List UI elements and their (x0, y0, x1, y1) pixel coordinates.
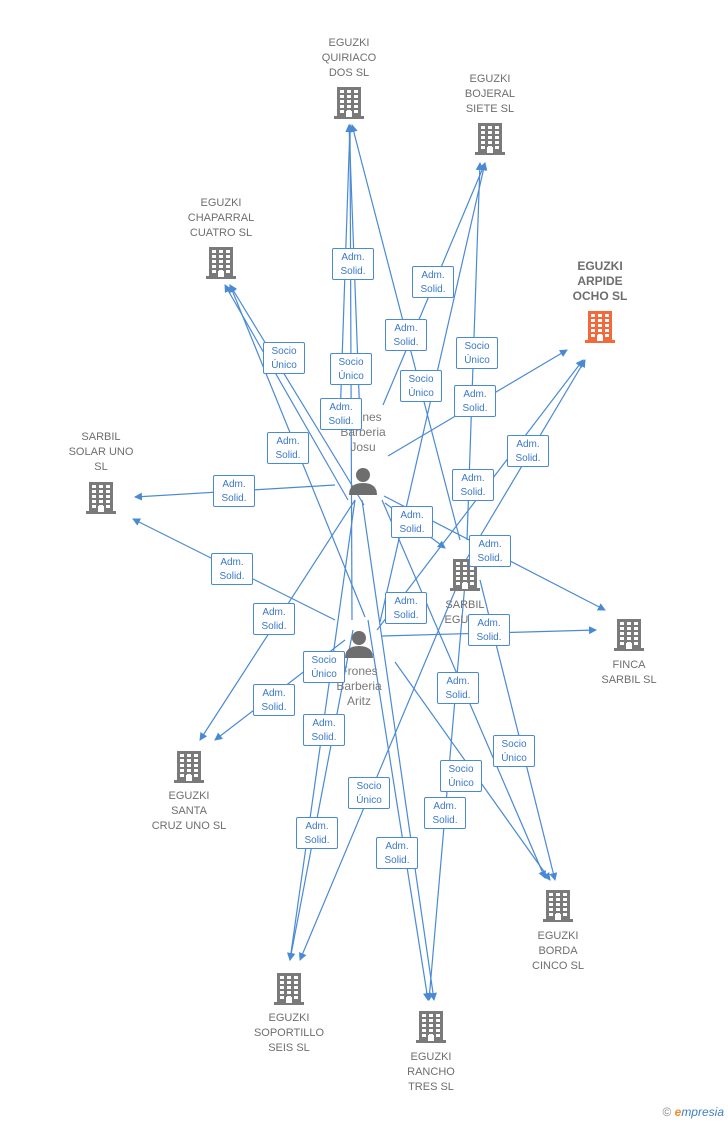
relation-label[interactable]: Adm. Solid. (391, 506, 433, 538)
relation-label[interactable]: Socio Único (440, 760, 482, 792)
relation-label[interactable]: Adm. Solid. (385, 592, 427, 624)
relation-label[interactable]: Adm. Solid. (303, 714, 345, 746)
relation-label[interactable]: Adm. Solid. (320, 398, 362, 430)
person-label[interactable]: Frones Barberia Aritz (336, 664, 382, 708)
relation-label[interactable]: Socio Único (330, 353, 372, 385)
relation-label[interactable]: Adm. Solid. (213, 475, 255, 507)
company-label[interactable]: EGUZKI SOPORTILLO SEIS SL (253, 1012, 325, 1054)
relation-label[interactable]: Socio Único (303, 651, 345, 683)
relation-label[interactable]: Socio Único (493, 735, 535, 767)
company-icon[interactable] (416, 1011, 446, 1043)
company-label[interactable]: EGUZKI QUIRIACO DOS SL (321, 37, 377, 79)
relation-edge (367, 619, 431, 1001)
footer-brand[interactable]: © empresia (662, 1105, 724, 1119)
copyright-symbol: © (662, 1105, 672, 1119)
relation-label[interactable]: Adm. Solid. (412, 266, 454, 298)
company-icon[interactable] (475, 123, 505, 155)
company-label[interactable]: SARBIL SOLAR UNO SL (68, 431, 134, 473)
relation-label[interactable]: Adm. Solid. (468, 614, 510, 646)
company-label[interactable]: EGUZKI BOJERAL SIETE SL (464, 73, 516, 115)
relation-label[interactable]: Adm. Solid. (296, 817, 338, 849)
relation-label[interactable]: Adm. Solid. (385, 319, 427, 351)
company-label[interactable]: FINCA SARBIL SL (601, 659, 657, 686)
company-icon[interactable] (206, 247, 236, 279)
relation-label[interactable]: Adm. Solid. (469, 535, 511, 567)
person-icon[interactable] (345, 631, 373, 658)
company-icon[interactable] (614, 619, 644, 651)
company-icon[interactable] (334, 87, 364, 119)
relation-label[interactable]: Socio Único (456, 337, 498, 369)
relation-label[interactable]: Adm. Solid. (437, 672, 479, 704)
relation-label[interactable]: Adm. Solid. (332, 248, 374, 280)
relation-edge (224, 284, 349, 501)
relation-label[interactable]: Adm. Solid. (507, 435, 549, 467)
company-icon[interactable] (86, 482, 116, 514)
relation-label[interactable]: Adm. Solid. (211, 553, 253, 585)
company-label[interactable]: EGUZKI RANCHO TRES SL (407, 1051, 455, 1093)
relation-label[interactable]: Adm. Solid. (253, 603, 295, 635)
relation-label[interactable]: Adm. Solid. (376, 837, 418, 869)
company-label[interactable]: EGUZKI BORDA CINCO SL (532, 930, 584, 972)
relation-edge (361, 499, 437, 1001)
relation-label[interactable]: Adm. Solid. (454, 385, 496, 417)
company-icon[interactable] (543, 890, 573, 922)
brand-logo: empresia (674, 1105, 724, 1119)
relation-edge (287, 629, 354, 961)
relation-label[interactable]: Adm. Solid. (424, 797, 466, 829)
relation-label[interactable]: Adm. Solid. (452, 469, 494, 501)
relation-label[interactable]: Socio Único (348, 777, 390, 809)
relation-label[interactable]: Adm. Solid. (253, 684, 295, 716)
relation-label[interactable]: Socio Único (263, 342, 305, 374)
company-icon[interactable] (174, 751, 204, 783)
company-icon[interactable] (274, 973, 304, 1005)
company-icon[interactable] (585, 311, 615, 343)
relation-edge (299, 559, 469, 961)
relation-label[interactable]: Socio Único (400, 370, 442, 402)
company-label[interactable]: EGUZKI SANTA CRUZ UNO SL (151, 790, 227, 832)
person-icon[interactable] (349, 468, 377, 495)
company-label[interactable]: EGUZKI ARPIDE OCHO SL (572, 259, 628, 303)
relation-edge (229, 284, 365, 506)
relation-label[interactable]: Adm. Solid. (267, 432, 309, 464)
company-label[interactable]: EGUZKI CHAPARRAL CUATRO SL (187, 197, 255, 239)
